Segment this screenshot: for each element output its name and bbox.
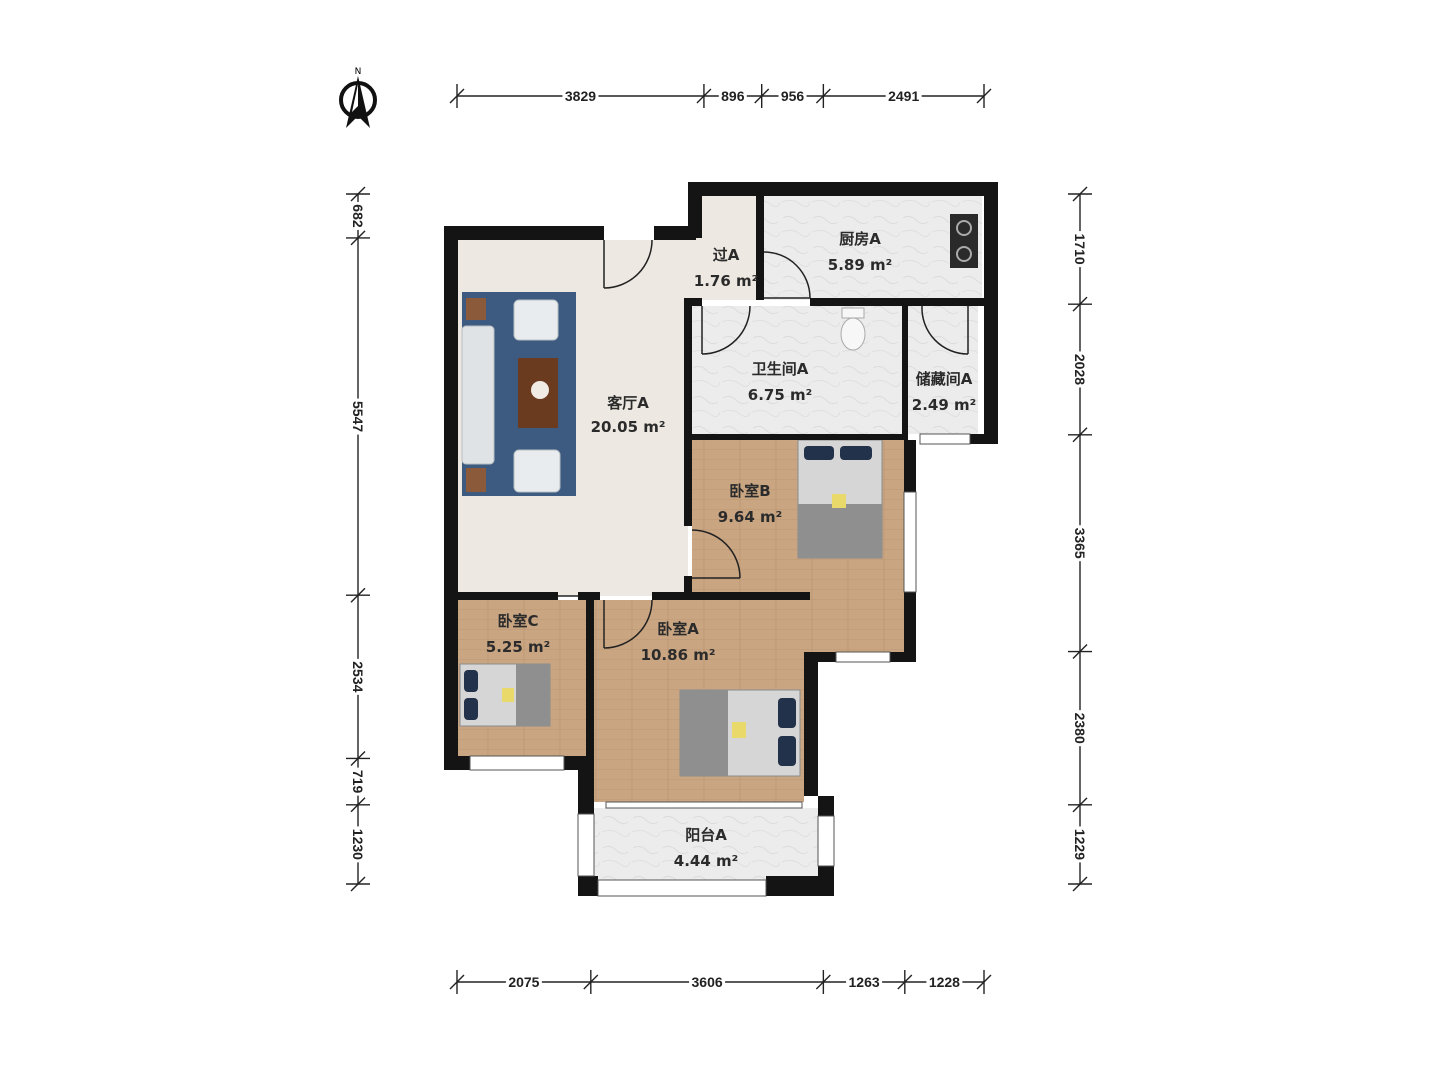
north-arrow-icon: N	[339, 67, 377, 128]
dimension-label-left-0: 682	[350, 204, 366, 228]
armchair	[513, 299, 559, 341]
dimension-label-right-0: 1710	[1072, 233, 1088, 264]
dimension-label-left-2: 2534	[350, 661, 366, 692]
dimension-chain-bottom: 2075 3606 1263 1228	[449, 970, 992, 994]
room-name-bedroom-a: 卧室A	[657, 620, 699, 638]
toilet-icon	[840, 307, 866, 351]
stove-icon	[950, 214, 978, 268]
sliding-door	[605, 801, 803, 809]
side-table	[466, 298, 486, 320]
room-area-balcony: 4.44 m²	[674, 852, 738, 870]
window	[469, 755, 565, 771]
door-kitchen	[763, 251, 811, 299]
window	[919, 433, 971, 445]
dimension-label-right-3: 2380	[1072, 713, 1088, 744]
room-name-bathroom: 卫生间A	[752, 360, 809, 378]
room-labels: 客厅A 20.05 m² 过A 1.76 m² 厨房A 5.89 m² 卫生间A…	[486, 230, 976, 870]
dimension-label-bottom-1: 3606	[692, 974, 723, 990]
room-area-bedroom-c: 5.25 m²	[486, 638, 550, 656]
dimension-label-left-4: 1230	[350, 829, 366, 860]
bed-bedroom-a	[679, 689, 801, 777]
dimension-chain-right: 1710 2028 3365 2380 1229	[1068, 186, 1092, 892]
dimension-label-top-0: 3829	[565, 88, 596, 104]
storage-floor	[908, 306, 978, 434]
side-table	[466, 468, 486, 492]
bathroom-floor	[692, 306, 902, 434]
dimension-chain-left: 682 5547 2534 719 1230	[346, 186, 370, 892]
room-name-balcony: 阳台A	[685, 826, 727, 844]
dimension-label-right-1: 2028	[1072, 354, 1088, 385]
dimension-lines: 3829 896 956 2491 2075 3606 1263 1228 682 5547 253…	[346, 84, 1092, 994]
window	[577, 813, 595, 877]
dimension-label-left-3: 719	[350, 770, 366, 794]
bed-bedroom-b	[797, 439, 883, 559]
kitchen-floor	[764, 196, 982, 300]
dimension-label-bottom-2: 1263	[849, 974, 880, 990]
room-area-bedroom-b: 9.64 m²	[718, 508, 782, 526]
window	[903, 491, 917, 593]
door-living-room	[603, 239, 653, 289]
dimension-chain-top: 3829 896 956 2491	[449, 84, 992, 108]
bed-bedroom-c	[459, 663, 551, 727]
window	[597, 879, 767, 897]
armchair	[513, 449, 561, 493]
room-area-living: 20.05 m²	[591, 418, 666, 436]
dimension-label-bottom-3: 1228	[929, 974, 960, 990]
room-name-storage: 储藏间A	[916, 370, 973, 388]
room-name-bedroom-c: 卧室C	[497, 612, 538, 630]
door-bedroom-a	[603, 599, 653, 649]
room-name-living: 客厅A	[606, 394, 649, 412]
door-bedroom-b	[691, 529, 741, 579]
window	[835, 651, 891, 663]
compass-label: N	[355, 67, 362, 77]
room-area-storage: 2.49 m²	[912, 396, 976, 414]
door-storage	[921, 305, 969, 355]
dimension-label-left-1: 5547	[350, 401, 366, 432]
room-area-bathroom: 6.75 m²	[748, 386, 812, 404]
room-name-bedroom-b: 卧室B	[729, 482, 770, 500]
dimension-label-right-2: 3365	[1072, 528, 1088, 559]
dimension-label-top-3: 2491	[888, 88, 919, 104]
dimension-label-top-1: 896	[721, 88, 745, 104]
room-area-passage: 1.76 m²	[694, 272, 758, 290]
sofa	[461, 325, 495, 465]
room-name-kitchen: 厨房A	[839, 230, 881, 248]
dimension-label-bottom-0: 2075	[508, 974, 539, 990]
window	[817, 815, 835, 867]
room-area-bedroom-a: 10.86 m²	[641, 646, 716, 664]
dimension-label-top-2: 956	[781, 88, 805, 104]
doors	[558, 239, 969, 649]
walls	[444, 182, 998, 896]
balcony-floor	[594, 808, 822, 886]
dimension-label-right-4: 1229	[1072, 829, 1088, 860]
room-area-kitchen: 5.89 m²	[828, 256, 892, 274]
door-bathroom	[701, 305, 751, 355]
windows	[469, 433, 971, 897]
sofa-set	[461, 292, 576, 496]
room-name-passage: 过A	[713, 246, 740, 264]
